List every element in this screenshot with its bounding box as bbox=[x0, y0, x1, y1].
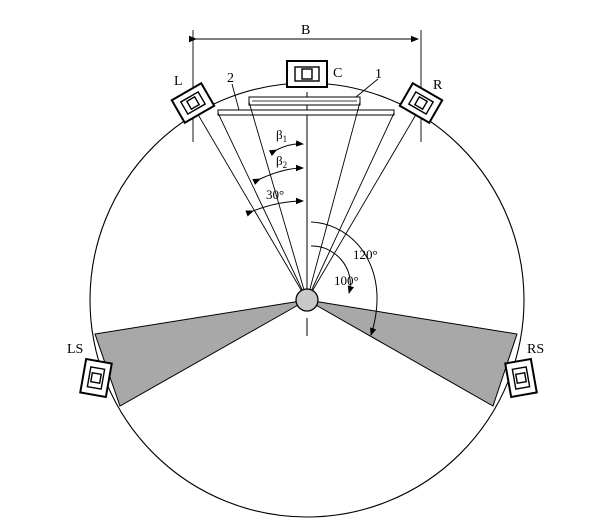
sight-line-screen-1-right bbox=[306, 101, 361, 301]
right-surround-sector bbox=[306, 299, 518, 407]
screen-1-leader bbox=[355, 78, 379, 98]
sight-line-right-speaker bbox=[306, 105, 422, 301]
label-screen-1: 1 bbox=[375, 67, 382, 82]
label-speaker-left: L bbox=[174, 74, 183, 89]
screen-2 bbox=[217, 109, 395, 116]
sight-line-left-speaker bbox=[192, 105, 308, 301]
screen-2-leader bbox=[231, 83, 240, 111]
sight-line-screen-2-left bbox=[217, 112, 308, 301]
label-speaker-left-surround: LS bbox=[67, 342, 83, 357]
sight-line-screen-2-right bbox=[306, 112, 395, 301]
speaker-right-icon bbox=[398, 81, 444, 125]
label-screen-2: 2 bbox=[227, 71, 234, 86]
listener-head bbox=[295, 288, 319, 312]
label-speaker-right-surround: RS bbox=[527, 342, 544, 357]
label-speaker-center: C bbox=[333, 66, 342, 81]
speaker-left-icon bbox=[170, 81, 216, 125]
angle-label-beta2: β2 bbox=[276, 153, 287, 170]
left-surround-sector bbox=[94, 299, 308, 407]
angle-label-hundred: 100° bbox=[334, 273, 359, 288]
arc-thirty bbox=[245, 197, 304, 217]
speaker-center-icon bbox=[286, 60, 328, 88]
angle-label-thirty: 30° bbox=[266, 187, 284, 202]
arc-hundred bbox=[310, 245, 354, 294]
speaker-right-surround-icon bbox=[504, 357, 538, 399]
angle-label-beta1: β1 bbox=[276, 127, 287, 144]
label-speaker-right: R bbox=[433, 78, 443, 93]
speaker-left-surround-icon bbox=[79, 357, 113, 399]
arc-beta1 bbox=[268, 140, 304, 157]
dimension-label-b: B bbox=[301, 23, 310, 38]
arc-one-twenty bbox=[310, 221, 378, 336]
angle-label-one-twenty: 120° bbox=[353, 247, 378, 262]
arc-beta2 bbox=[252, 164, 304, 185]
